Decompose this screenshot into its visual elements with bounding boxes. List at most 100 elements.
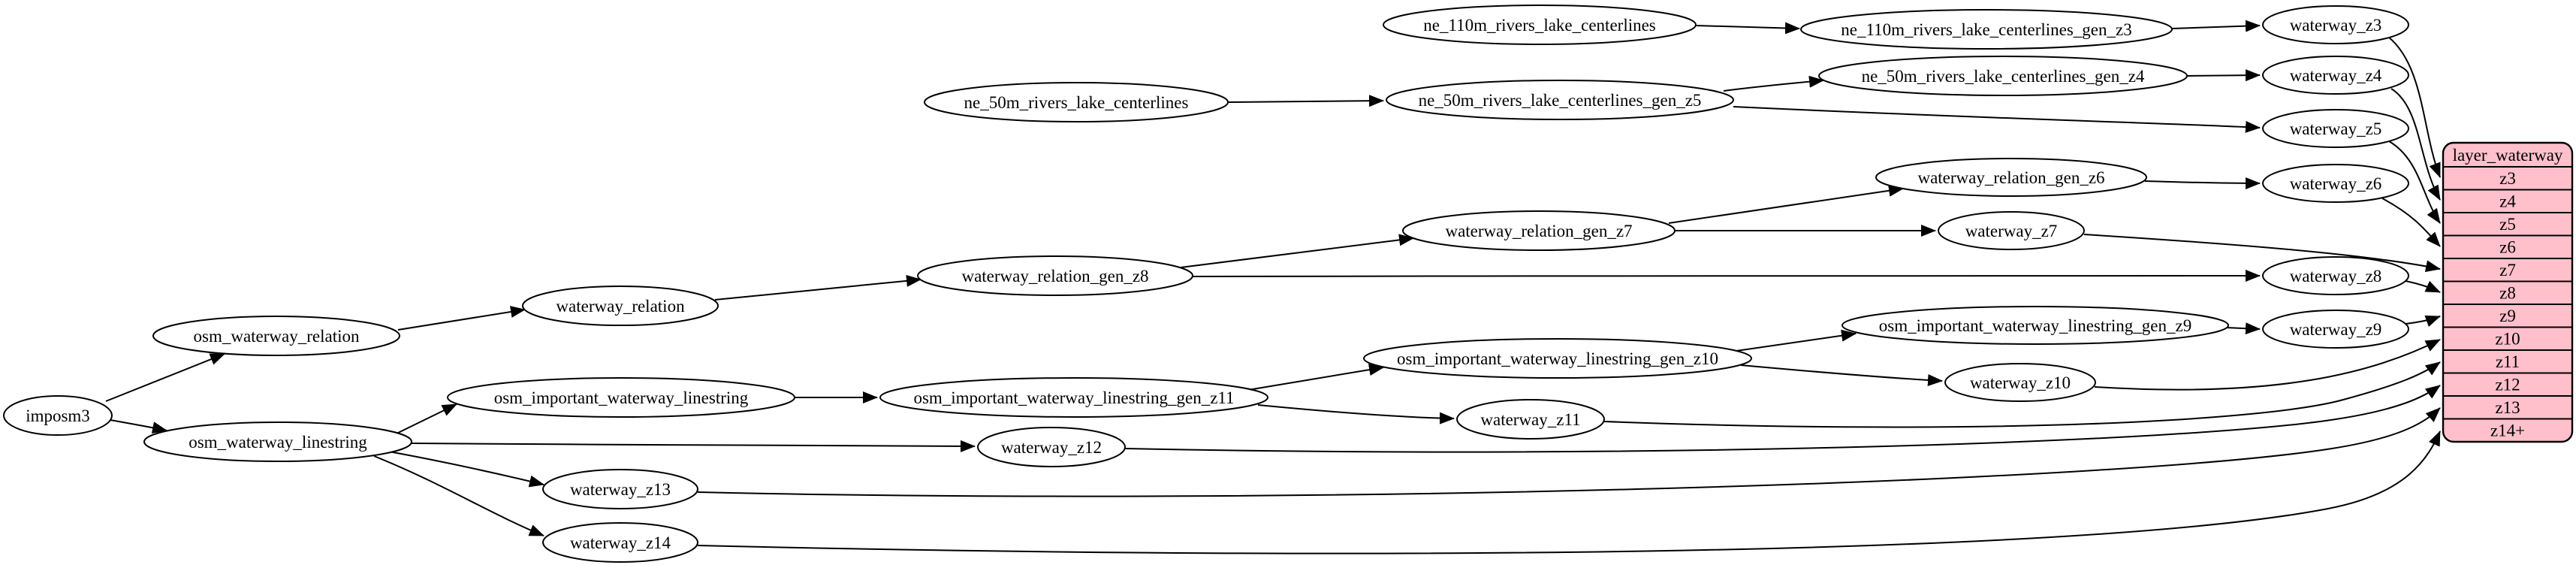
node-label: waterway_z6 bbox=[2290, 174, 2382, 193]
node-ellipse bbox=[1944, 363, 2096, 402]
node-label: waterway_z8 bbox=[2290, 267, 2382, 286]
table-background bbox=[2442, 141, 2574, 443]
table-row-z12: z12 bbox=[2495, 376, 2520, 394]
edge-waterway_z5-row_z5 bbox=[2388, 140, 2441, 224]
node-ellipse bbox=[542, 469, 698, 509]
node-label: osm_important_waterway_linestring_gen_z1… bbox=[1397, 349, 1718, 368]
node-waterway_z9: waterway_z9 bbox=[2262, 310, 2409, 349]
edge-gen_z10-gen_z9 bbox=[1736, 329, 1857, 352]
node-label: ne_110m_rivers_lake_centerlines_gen_z3 bbox=[1841, 20, 2131, 39]
edge-osm_waterway_linestring-waterway_z14 bbox=[373, 455, 544, 536]
edge-gen_z5-gen_z4 bbox=[1723, 75, 1824, 92]
node-ellipse bbox=[1383, 5, 1697, 45]
node-ellipse bbox=[3, 395, 113, 436]
edge-waterway_z13-row_z13 bbox=[697, 407, 2441, 497]
edge-waterway_z9-row_z9 bbox=[2405, 315, 2441, 328]
edge-waterway_z4-row_z4 bbox=[2390, 88, 2441, 201]
edge-imposm3-osm_waterway_relation bbox=[105, 353, 225, 402]
table-row-z3: z3 bbox=[2499, 169, 2516, 188]
edge-osm_waterway_linestring-osm_important bbox=[396, 403, 457, 434]
node-osm_important_waterway_linestring: osm_important_waterway_linestring bbox=[447, 377, 795, 418]
table-row-z11: z11 bbox=[2496, 352, 2520, 371]
node-waterway_relation_gen_z6: waterway_relation_gen_z6 bbox=[1875, 158, 2147, 197]
edge-ne_50m-gen_z5 bbox=[1227, 95, 1384, 107]
edge-waterway_relation-waterway_relation_gen_z8 bbox=[714, 274, 922, 301]
node-osm_waterway_linestring: osm_waterway_linestring bbox=[143, 421, 412, 462]
node-label: waterway_z14 bbox=[570, 533, 671, 552]
node-label: waterway_z12 bbox=[1001, 438, 1102, 457]
edge-osm_waterway_linestring-waterway_z13 bbox=[388, 451, 544, 488]
node-ellipse bbox=[1402, 210, 1676, 251]
node-label: imposm3 bbox=[26, 406, 90, 425]
edge-ne_110m-gen_z3 bbox=[1695, 22, 1800, 35]
node-label: waterway_z9 bbox=[2290, 320, 2382, 339]
node-ellipse bbox=[879, 377, 1268, 418]
edge-gen_z4-waterway_z4 bbox=[2186, 69, 2261, 82]
node-waterway_relation_gen_z7: waterway_relation_gen_z7 bbox=[1402, 210, 1676, 251]
node-waterway_z5: waterway_z5 bbox=[2262, 109, 2409, 148]
node-waterway_z10: waterway_z10 bbox=[1944, 363, 2096, 402]
edge-gen_z5-waterway_z5 bbox=[1733, 106, 2261, 133]
edge-osm_waterway_linestring-waterway_z12 bbox=[411, 440, 976, 452]
edge-waterway_z11-row_z11 bbox=[1603, 361, 2441, 428]
edge-gen_z11-gen_z10 bbox=[1247, 364, 1384, 391]
node-ellipse bbox=[2262, 109, 2409, 148]
node-ellipse bbox=[917, 255, 1193, 296]
node-waterway_relation: waterway_relation bbox=[522, 286, 719, 326]
table-row-z9: z9 bbox=[2499, 307, 2516, 325]
node-label: ne_50m_rivers_lake_centerlines_gen_z5 bbox=[1419, 91, 1702, 110]
table-title: layer_waterway bbox=[2453, 146, 2563, 165]
node-imposm3: imposm3 bbox=[3, 395, 113, 436]
edge-gen_z10-waterway_z10 bbox=[1740, 364, 1943, 386]
node-label: osm_waterway_relation bbox=[194, 327, 360, 346]
node-ellipse bbox=[1363, 338, 1752, 379]
edge-waterway_z7-row_z7 bbox=[2083, 234, 2441, 273]
node-label: waterway_z11 bbox=[1480, 410, 1580, 429]
node-waterway_z13: waterway_z13 bbox=[542, 469, 698, 509]
node-label: osm_important_waterway_linestring_gen_z9 bbox=[1879, 316, 2191, 335]
node-ellipse bbox=[1800, 9, 2173, 50]
table-row-z5: z5 bbox=[2499, 215, 2516, 234]
node-label: ne_50m_rivers_lake_centerlines bbox=[964, 93, 1189, 112]
node-ellipse bbox=[2262, 256, 2409, 295]
node-ne_50m_rivers_lake_centerlines_gen_z4: ne_50m_rivers_lake_centerlines_gen_z4 bbox=[1818, 56, 2188, 96]
table-row-z6: z6 bbox=[2499, 238, 2516, 257]
edge-waterway_z14-row_z14plus bbox=[697, 431, 2441, 554]
node-waterway_z14: waterway_z14 bbox=[542, 522, 698, 563]
node-label: waterway_relation_gen_z6 bbox=[1917, 168, 2104, 187]
node-label: ne_50m_rivers_lake_centerlines_gen_z4 bbox=[1862, 67, 2145, 86]
node-label: waterway_z10 bbox=[1970, 373, 2071, 392]
node-label: waterway_z5 bbox=[2290, 119, 2382, 138]
node-ellipse bbox=[1875, 158, 2147, 197]
node-label: waterway_z4 bbox=[2290, 66, 2382, 85]
node-ellipse bbox=[924, 82, 1229, 122]
edge-gen_z3-waterway_z3 bbox=[2171, 20, 2261, 32]
edge-waterway_relation_gen_z7-waterway_relation_gen_z6 bbox=[1668, 184, 1904, 224]
node-ne_50m_rivers_lake_centerlines: ne_50m_rivers_lake_centerlines bbox=[924, 82, 1229, 122]
node-osm_important_waterway_linestring_gen_z9: osm_important_waterway_linestring_gen_z9 bbox=[1842, 306, 2229, 345]
node-waterway_relation_gen_z8: waterway_relation_gen_z8 bbox=[917, 255, 1193, 296]
node-osm_waterway_relation: osm_waterway_relation bbox=[152, 316, 400, 356]
edge-waterway_relation_gen_z8-waterway_relation_gen_z7 bbox=[1180, 234, 1414, 268]
node-ellipse bbox=[542, 522, 698, 563]
node-ellipse bbox=[1386, 80, 1734, 120]
node-ellipse bbox=[522, 286, 719, 326]
edge-waterway_z8-row_z8 bbox=[2405, 280, 2441, 293]
table-row-z7: z7 bbox=[2499, 261, 2516, 279]
table-row-z4: z4 bbox=[2499, 192, 2516, 211]
node-label: waterway_relation_gen_z8 bbox=[961, 267, 1148, 286]
node-label: osm_waterway_linestring bbox=[189, 433, 367, 452]
node-waterway_z4: waterway_z4 bbox=[2262, 56, 2409, 95]
edge-gen_z11-waterway_z11 bbox=[1257, 404, 1455, 425]
node-waterway_z8: waterway_z8 bbox=[2262, 256, 2409, 295]
edge-gen_z9-waterway_z9 bbox=[2225, 322, 2261, 335]
node-label: waterway_relation bbox=[556, 297, 685, 316]
node-ellipse bbox=[1818, 56, 2188, 96]
node-osm_important_waterway_linestring_gen_z11: osm_important_waterway_linestring_gen_z1… bbox=[879, 377, 1268, 418]
table-layer_waterway: layer_waterway z3 z4 z5 z6 z7 z8 z9 z10 … bbox=[2442, 141, 2574, 443]
edge-waterway_z3-row_z3 bbox=[2387, 36, 2441, 178]
table-row-z8: z8 bbox=[2499, 284, 2516, 303]
node-ellipse bbox=[1456, 399, 1605, 440]
node-ellipse bbox=[2262, 310, 2409, 349]
